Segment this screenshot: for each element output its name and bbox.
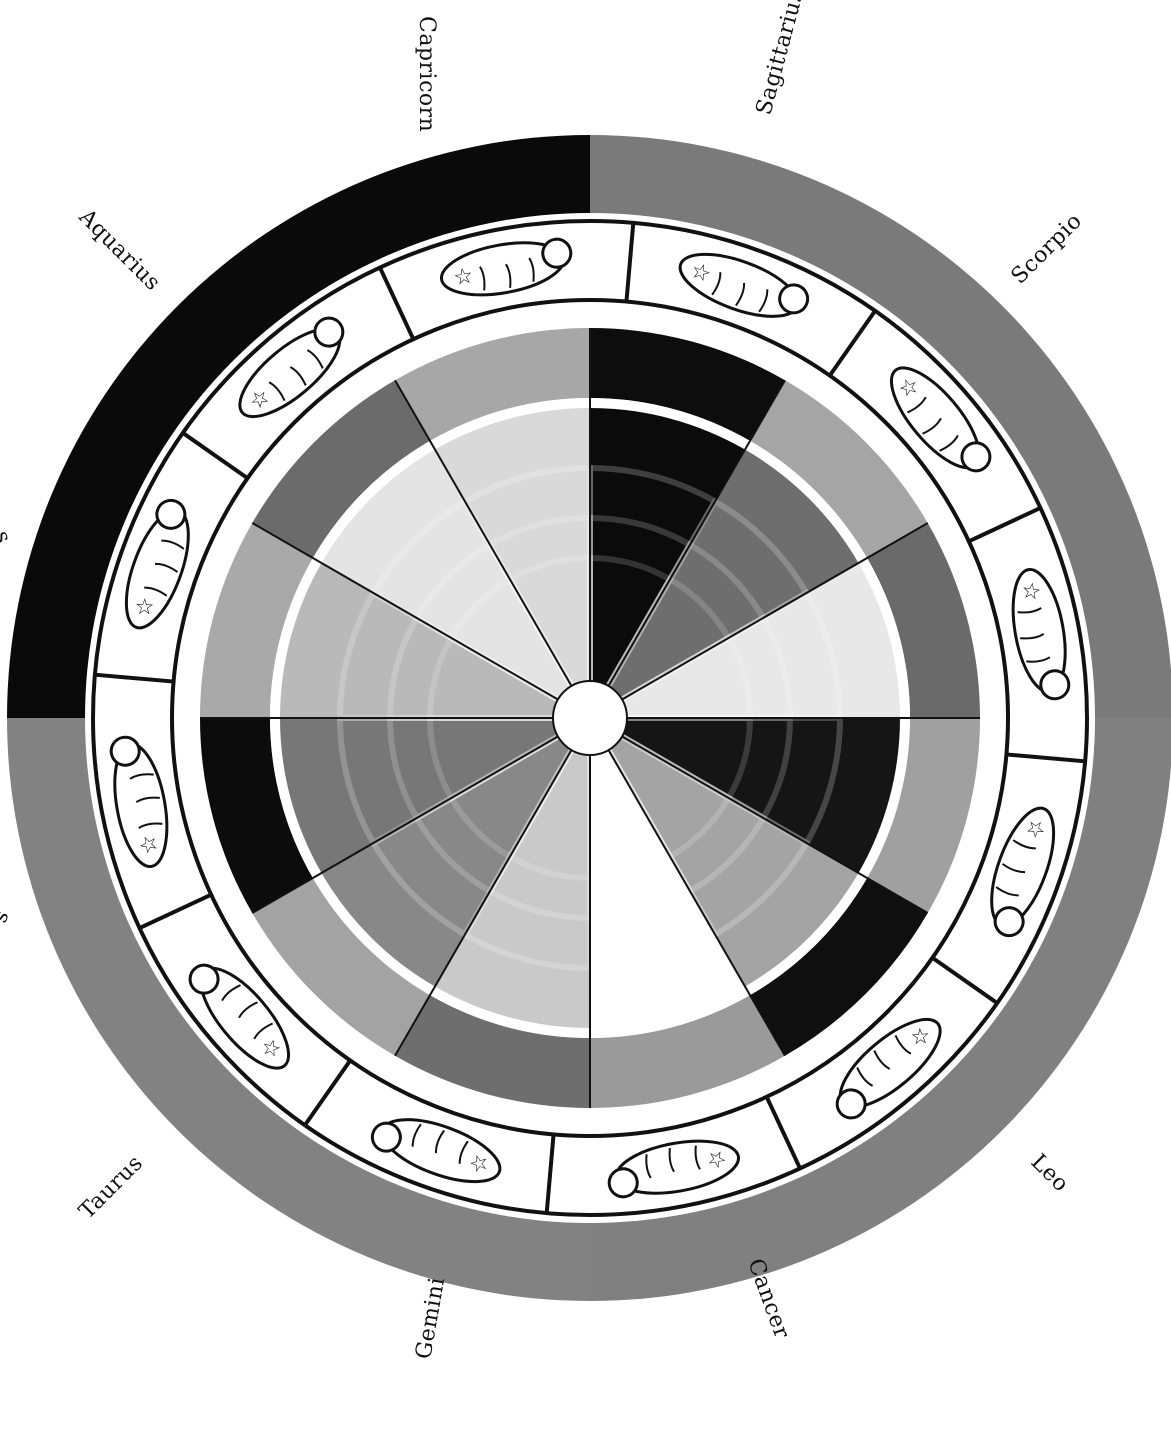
label-leo: Leo: [1026, 1150, 1074, 1198]
label-taurus: Taurus: [75, 1151, 149, 1225]
label-aquarius: Aquarius: [73, 204, 165, 296]
label-cancer: Cancer: [742, 1256, 794, 1343]
label-gemini: Gemini: [411, 1275, 450, 1361]
center-hub: [553, 681, 627, 755]
label-sagittarius: Sagittarius: [752, 0, 809, 118]
label-partial-bottom: s: [0, 908, 16, 928]
label-partial-top: s: [0, 528, 16, 548]
label-capricorn: Capricorn: [414, 16, 439, 132]
label-scorpio: Scorpio: [1007, 209, 1088, 290]
